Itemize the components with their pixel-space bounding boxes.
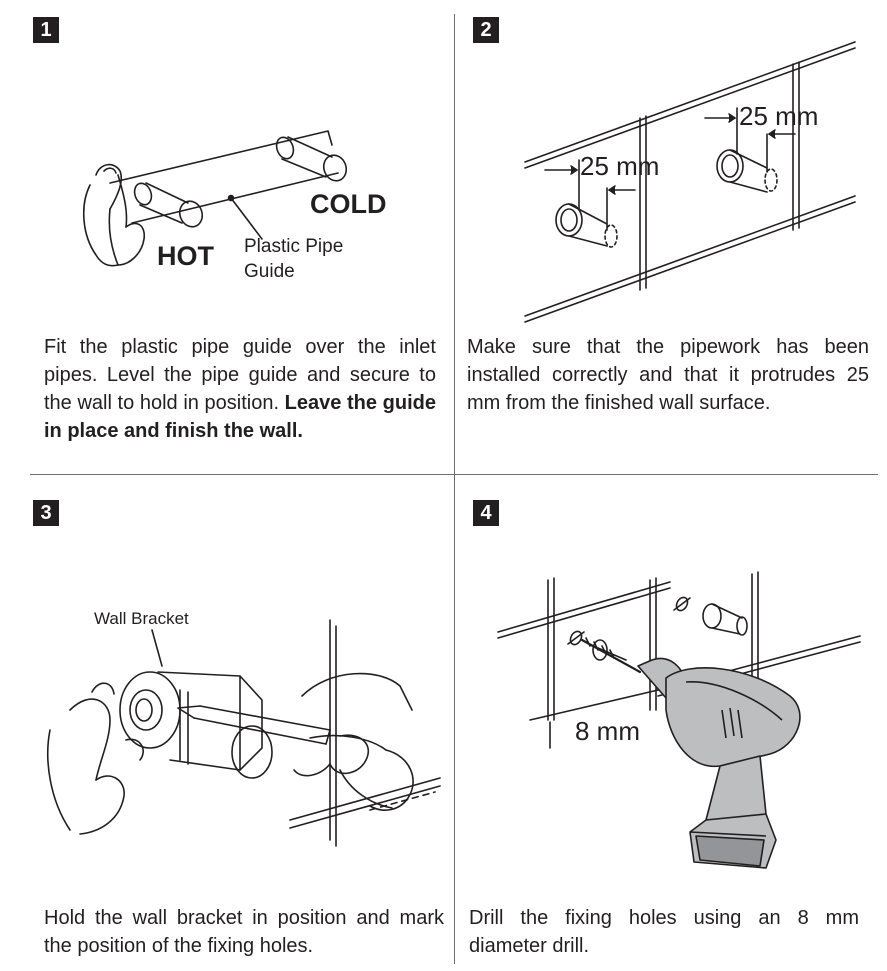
step-2-badge: 2 [473,17,499,43]
pipe-shape [702,603,748,636]
hot-label: HOT [157,241,214,271]
grout-line [524,47,856,169]
step-3-caption: Hold the wall bracket in position and ma… [44,907,444,957]
drilling-illustration [497,571,861,869]
bracket-marking-illustration [47,619,441,847]
left-pipe-shape [555,203,618,248]
step-4-badge: 4 [473,500,499,526]
drill-size-label: 8 mm [575,716,640,746]
left-hand-shape [47,682,144,835]
grout-line [524,195,856,317]
hand-shape [82,163,146,267]
wall-bracket-label: Wall Bracket [94,609,189,628]
bracket-shape [119,671,273,779]
fixing-hole-mark [569,630,583,646]
step-2-caption: Make sure that the pipework has been ins… [467,336,869,414]
pipe-guide-illustration [82,130,348,267]
right-pipe-shape [716,149,778,193]
right-hand-shape [293,672,414,811]
cold-label: COLD [310,189,387,219]
horizontal-divider [30,474,878,475]
hot-pipe-shape [133,182,204,228]
step-1-caption: Fit the plastic pipe guide over the inle… [44,333,436,445]
vertical-divider [454,14,455,964]
drill-bit-shape [580,638,642,674]
grout-line [524,41,856,163]
dim-left-label: 25 mm [580,151,660,181]
fixing-hole-mark [675,596,689,612]
step-1-badge: 1 [33,17,59,43]
step-1-caption-bold: Leave the guide in place and finish the … [44,392,436,442]
pencil-shape [177,705,331,745]
step-4-caption: Drill the fixing holes using an 8 mm dia… [469,907,859,957]
tile-wall-illustration [524,41,856,323]
guide-label-line2: Guide [244,261,295,282]
step-3-badge: 3 [33,500,59,526]
dim-right-label: 25 mm [739,101,819,131]
plastic-pipe-guide-label: Plastic Pipe Guide [244,234,343,284]
drill-shape [637,657,801,869]
guide-label-line1: Plastic Pipe [244,236,344,257]
guide-plate-edge [131,172,339,224]
grout-line [524,201,856,323]
step-1-caption-text: Fit the plastic pipe guide over the inle… [44,336,436,414]
cold-pipe-shape [275,136,348,182]
